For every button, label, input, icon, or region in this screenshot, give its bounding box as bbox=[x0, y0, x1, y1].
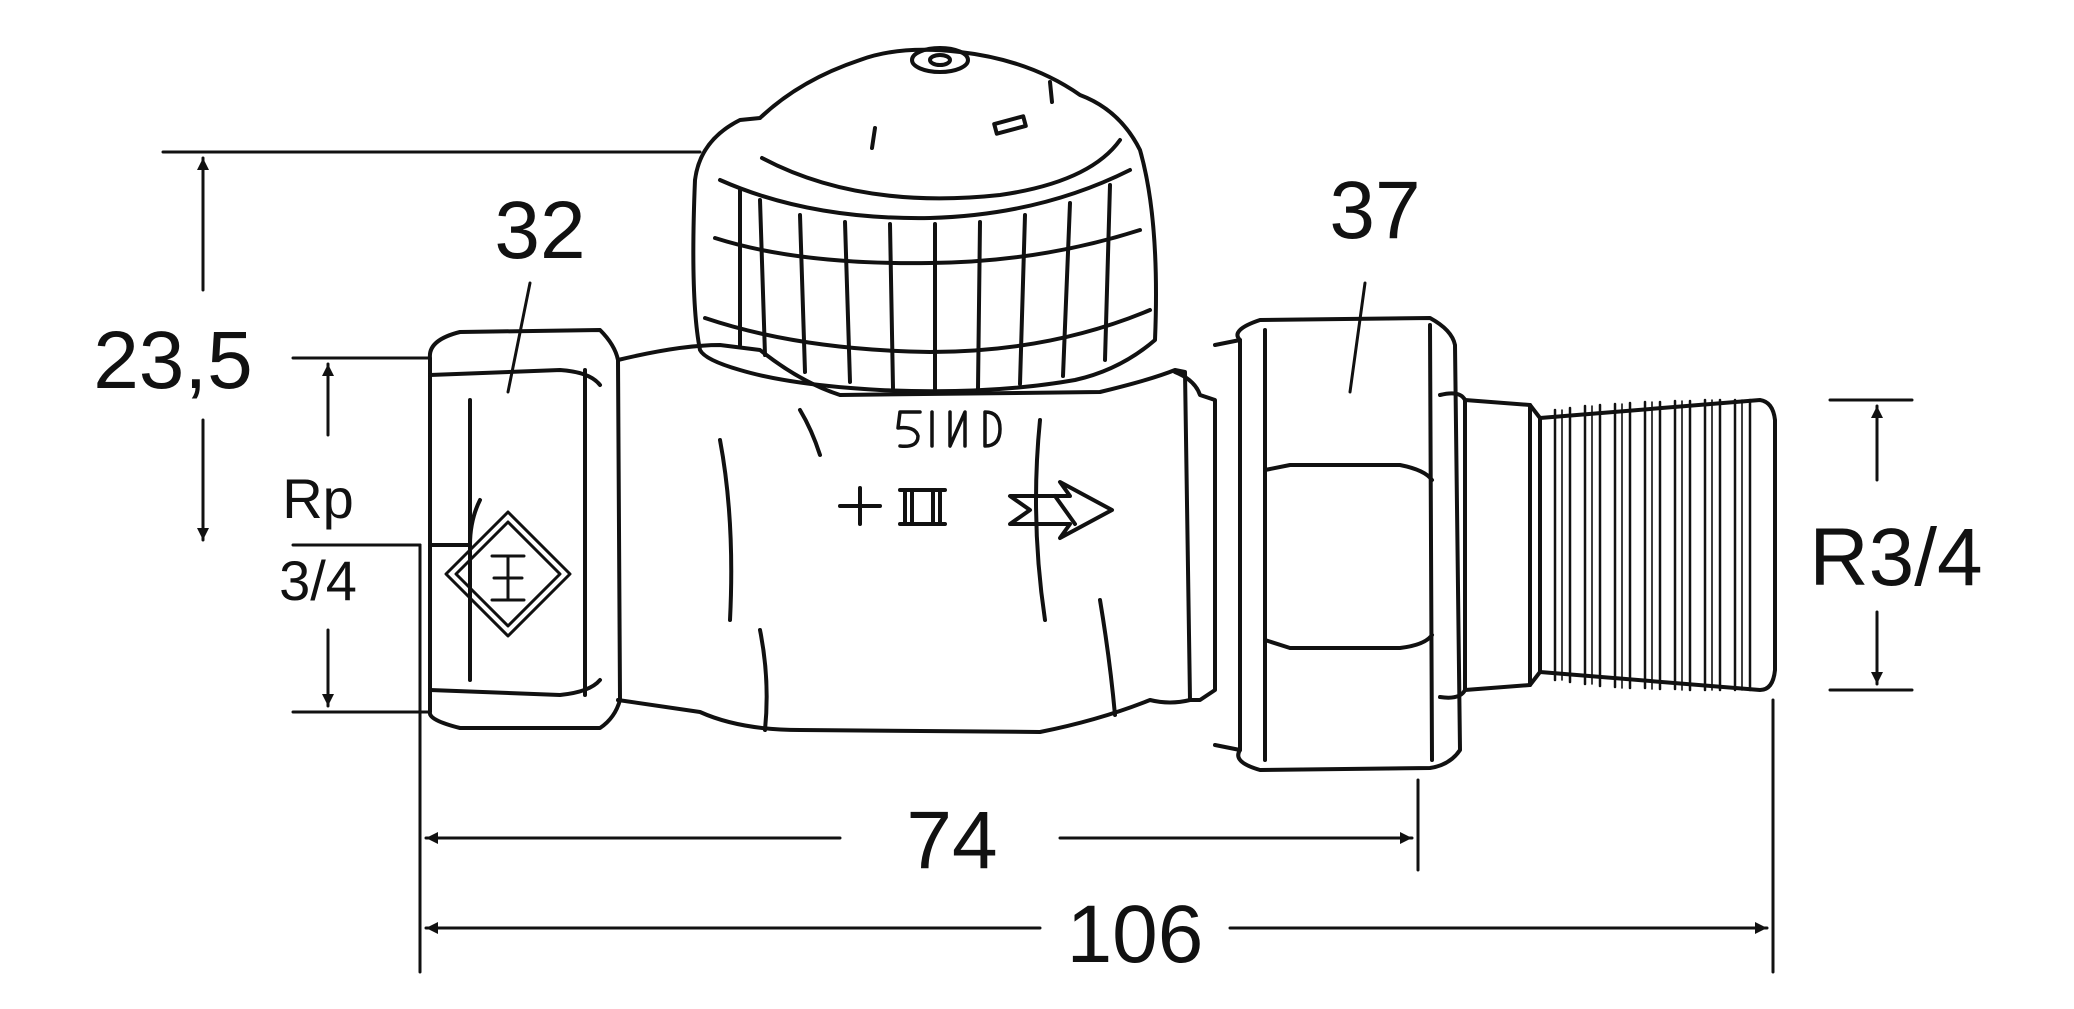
leader-hex-right bbox=[1348, 281, 1367, 394]
hex-right-label: 37 bbox=[1329, 165, 1420, 256]
protective-cap bbox=[691, 46, 1158, 394]
length-body-label: 74 bbox=[906, 795, 997, 886]
inlet-thread-label-line2: 3/4 bbox=[279, 549, 357, 612]
flow-direction-arrow-icon bbox=[1008, 480, 1114, 540]
nominal-size-marking: DN15 bbox=[950, 469, 953, 471]
height-label: 23,5 bbox=[93, 315, 253, 406]
threaded-tailpiece bbox=[1463, 398, 1777, 692]
union-nut bbox=[1213, 316, 1467, 772]
inlet-hex-socket bbox=[427, 328, 622, 730]
flow-marks-text: + II bbox=[890, 559, 892, 561]
leader-hex-left bbox=[506, 281, 532, 394]
flow-marks bbox=[838, 486, 947, 526]
inlet-thread-label-line1: Rp bbox=[282, 467, 354, 530]
valve-body bbox=[616, 343, 1217, 734]
length-total-label: 106 bbox=[1067, 889, 1204, 980]
brand-logo-icon bbox=[444, 510, 572, 638]
hex-left-label: 32 bbox=[494, 185, 585, 276]
outlet-thread-label: R3/4 bbox=[1809, 512, 1982, 603]
dn15-marking bbox=[896, 410, 1002, 449]
extension-lines bbox=[161, 150, 1914, 974]
